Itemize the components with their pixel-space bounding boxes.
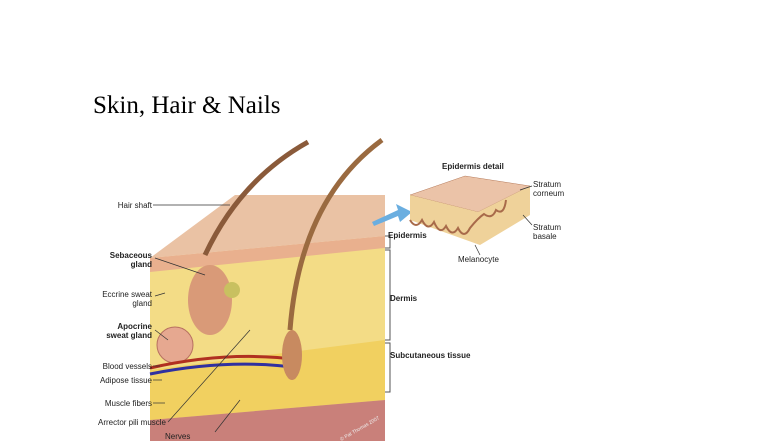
label-apocrine-sweat-gland: Apocrine sweat gland bbox=[106, 322, 152, 340]
hair-follicle bbox=[282, 330, 302, 380]
label-muscle-fibers: Muscle fibers bbox=[104, 399, 152, 408]
slide-title: Skin, Hair & Nails bbox=[93, 92, 281, 119]
label-hair-shaft: Hair shaft bbox=[117, 201, 152, 210]
detail-title: Epidermis detail bbox=[442, 162, 504, 171]
label-arrector-pili-muscle: Arrector pili muscle bbox=[97, 418, 166, 427]
epidermis-band bbox=[150, 236, 385, 272]
label-melanocyte: Melanocyte bbox=[458, 255, 499, 264]
label-epidermis: Epidermis bbox=[388, 231, 427, 240]
label-nerves: Nerves bbox=[165, 432, 191, 441]
label-blood-vessels: Blood vessels bbox=[102, 362, 152, 371]
eccrine-gland bbox=[224, 282, 240, 298]
apocrine-gland bbox=[156, 326, 194, 364]
label-eccrine-sweat-gland: Eccrine sweat gland bbox=[102, 290, 152, 308]
label-dermis: Dermis bbox=[390, 294, 418, 303]
label-stratum-basale: Stratum basale bbox=[533, 223, 562, 241]
label-subcutaneous-tissue: Subcutaneous tissue bbox=[390, 351, 471, 360]
label-stratum-corneum: Stratum corneum bbox=[533, 180, 565, 198]
leader-lines bbox=[153, 185, 533, 433]
hair-shaft bbox=[202, 139, 310, 257]
label-adipose-tissue: Adipose tissue bbox=[99, 376, 152, 385]
detail-arrow bbox=[372, 204, 412, 226]
muscle-layer bbox=[150, 400, 385, 441]
label-sebaceous-gland: Sebaceous gland bbox=[109, 251, 152, 269]
subcutaneous-layer bbox=[150, 340, 385, 420]
layer-brackets bbox=[385, 235, 391, 393]
hair-shaft-2 bbox=[287, 137, 384, 331]
sebaceous-gland bbox=[188, 265, 232, 335]
